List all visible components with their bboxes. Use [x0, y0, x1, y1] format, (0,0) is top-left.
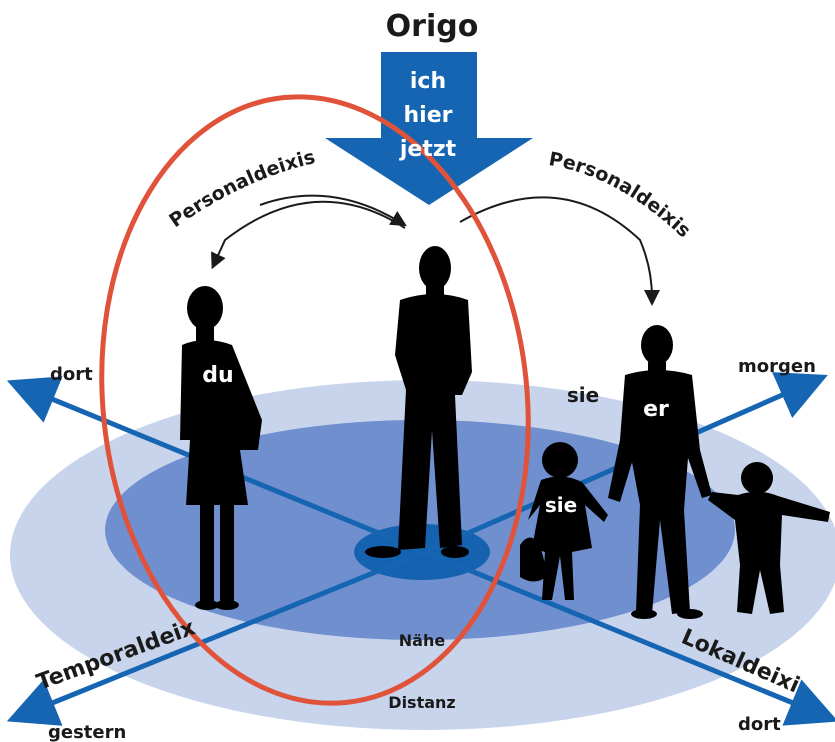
silhouette-boy — [708, 462, 830, 614]
silhouette-du — [180, 286, 262, 610]
zone-label-naehe: Nähe — [399, 631, 446, 650]
title-origo: Origo — [386, 9, 479, 44]
personaldeixis-left-text: Personaldeixis — [165, 146, 317, 232]
origo-word-ich: ich — [410, 69, 446, 94]
axis-dort-right — [424, 549, 835, 726]
silhouette-ich — [365, 246, 472, 558]
axis-gestern — [6, 549, 426, 726]
axis-label-dort-right: dort — [738, 714, 781, 735]
personaldeixis-right-label: Personaldeixis — [547, 148, 695, 242]
personaldeixis-arrow-left — [211, 200, 406, 270]
axis-label-dort-left: dort — [50, 364, 93, 385]
zone-label-distanz: Distanz — [388, 693, 455, 712]
personaldeixis-arrow-mid — [259, 194, 407, 227]
label-sie-group: sie — [567, 383, 599, 407]
silhouette-girl — [520, 442, 608, 600]
origo-word-jetzt: jetzt — [399, 137, 457, 162]
label-er: er — [643, 397, 669, 422]
origo-highlight-ellipse — [99, 94, 531, 706]
origo-word-hier: hier — [404, 103, 453, 128]
silhouette-er — [608, 325, 712, 619]
label-du: du — [202, 363, 233, 388]
label-sie-girl: sie — [545, 493, 577, 517]
personaldeixis-arrow-right — [459, 196, 660, 306]
axis-label-gestern: gestern — [48, 722, 126, 742]
origo-arrow — [325, 52, 533, 205]
axis-label-morgen: morgen — [738, 356, 816, 377]
personaldeixis-right-text: Personaldeixis — [547, 148, 695, 242]
personaldeixis-left-label: Personaldeixis — [165, 146, 317, 232]
